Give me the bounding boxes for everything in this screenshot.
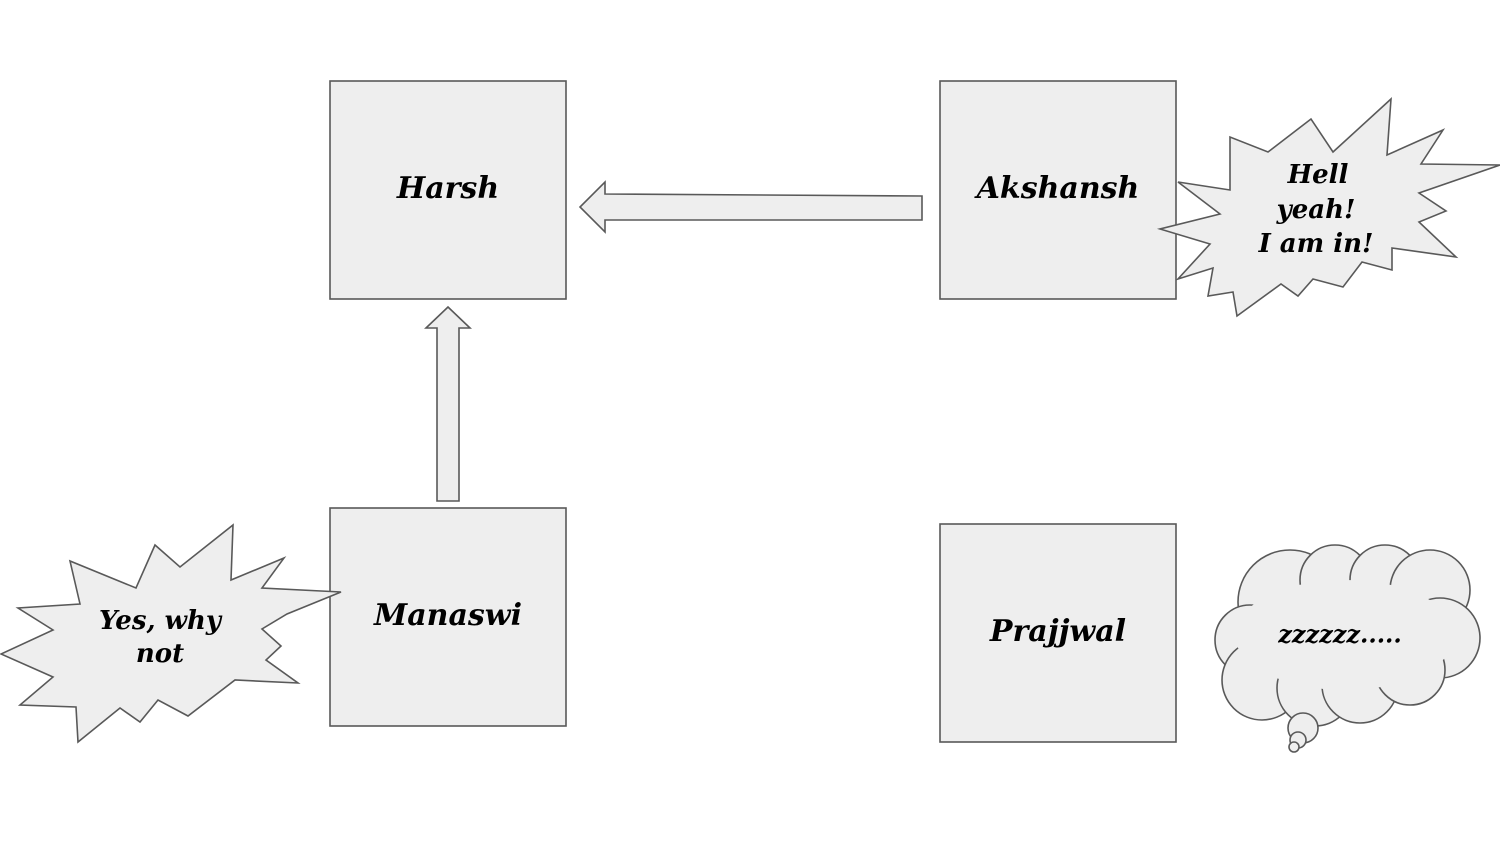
callout-akshansh-line-3: I am in!: [1258, 229, 1374, 259]
callout-manaswi[interactable]: Yes, why not: [0, 523, 342, 744]
callout-prajjwal-label: zzzzzz.....: [1277, 620, 1402, 649]
callout-prajjwal[interactable]: zzzzzz.....: [1214, 544, 1481, 753]
arrow-manaswi-to-harsh[interactable]: [424, 305, 472, 502]
callout-manaswi-line-2: not: [136, 639, 184, 669]
callout-manaswi-line-1: Yes, why: [99, 606, 223, 636]
callout-akshansh[interactable]: Hell yeah! I am in!: [1156, 97, 1500, 318]
node-prajjwal-box: [939, 523, 1177, 743]
node-akshansh[interactable]: Akshansh: [939, 80, 1177, 300]
node-prajjwal[interactable]: Prajjwal: [939, 523, 1177, 743]
node-akshansh-label: Akshansh: [974, 171, 1140, 206]
node-manaswi[interactable]: Manaswi: [329, 507, 567, 727]
thought-cloud-shape: [1214, 544, 1481, 753]
node-harsh-label: Harsh: [396, 171, 499, 206]
callout-akshansh-line-1: Hell: [1287, 160, 1349, 190]
node-manaswi-box: [329, 507, 567, 727]
arrow-akshansh-to-harsh[interactable]: [578, 180, 923, 234]
node-prajjwal-label: Prajjwal: [989, 614, 1126, 649]
node-manaswi-label: Manaswi: [373, 598, 522, 633]
callout-manaswi-shape: [0, 523, 342, 744]
node-harsh-box: [329, 80, 567, 300]
callout-akshansh-shape: [1156, 97, 1500, 318]
node-harsh[interactable]: Harsh: [329, 80, 567, 300]
callout-akshansh-line-2: yeah!: [1276, 195, 1356, 225]
node-akshansh-box: [939, 80, 1177, 300]
